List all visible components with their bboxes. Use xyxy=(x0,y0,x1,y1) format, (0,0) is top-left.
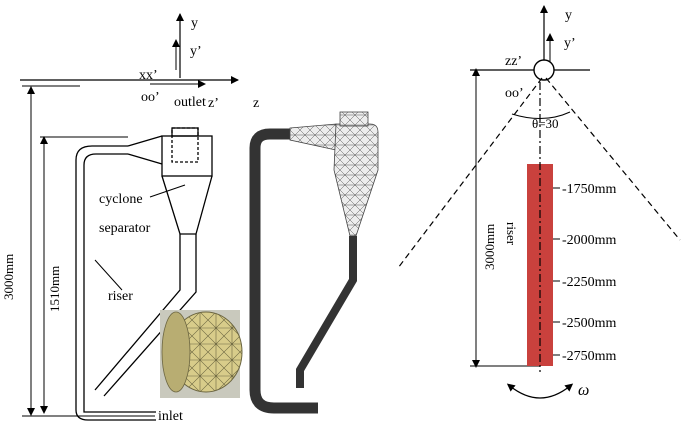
right-axes: y y’ zz’ oo’ xyxy=(470,5,590,101)
cyclone-label: cyclone xyxy=(99,192,143,207)
y-axis-label: y xyxy=(191,16,198,31)
mesh-crosssection-inset xyxy=(160,310,243,398)
right-height-label: 3000mm xyxy=(482,224,497,270)
right-oo-prime-label: oo’ xyxy=(505,86,524,101)
z-prime-axis-label: z’ xyxy=(208,96,219,111)
rotation-arrow xyxy=(506,383,574,399)
meshed-model xyxy=(249,111,379,414)
angle-label: θ=30 xyxy=(532,116,559,131)
right-y-label: y xyxy=(565,8,572,23)
position-labels: -1750mm -2000mm -2250mm -2500mm -2750mm xyxy=(553,182,617,364)
inlet-label: inlet xyxy=(158,409,183,424)
xx-prime-label: xx’ xyxy=(139,68,158,83)
right-panel: y y’ zz’ oo’ θ=30 3000mm riser -1750mm -… xyxy=(397,5,681,399)
position-label: -2750mm xyxy=(562,349,617,364)
separator-label: separator xyxy=(99,221,151,236)
zz-prime-label: zz’ xyxy=(505,54,522,69)
right-riser-label: riser xyxy=(504,222,519,246)
outlet-label: outlet xyxy=(174,95,206,110)
right-y-prime-label: y’ xyxy=(564,36,576,51)
riser-label: riser xyxy=(108,289,133,304)
dimension-1510: 1510mm xyxy=(40,136,128,414)
oo-prime-label: oo’ xyxy=(141,90,160,105)
callouts xyxy=(94,184,186,291)
cone-line-left xyxy=(397,77,543,269)
left-panel: y y’ xx’ oo’ z’ z 3000mm 1510mm xyxy=(1,13,259,424)
position-label: -2250mm xyxy=(562,275,617,290)
dimension-3000: 3000mm xyxy=(1,85,155,417)
position-label: -2000mm xyxy=(562,233,617,248)
z-axis-label: z xyxy=(253,96,259,111)
y-prime-axis-label: y’ xyxy=(190,44,202,59)
riser-height-label: 1510mm xyxy=(47,266,62,312)
cone-line-right xyxy=(545,77,681,241)
omega-label: ω xyxy=(578,382,589,399)
position-label: -2500mm xyxy=(562,316,617,331)
position-label: -1750mm xyxy=(562,182,617,197)
cyclone-riser-schematic xyxy=(75,127,213,421)
total-height-label: 3000mm xyxy=(1,254,16,300)
left-axes: y y’ xx’ oo’ z’ z xyxy=(20,13,259,111)
